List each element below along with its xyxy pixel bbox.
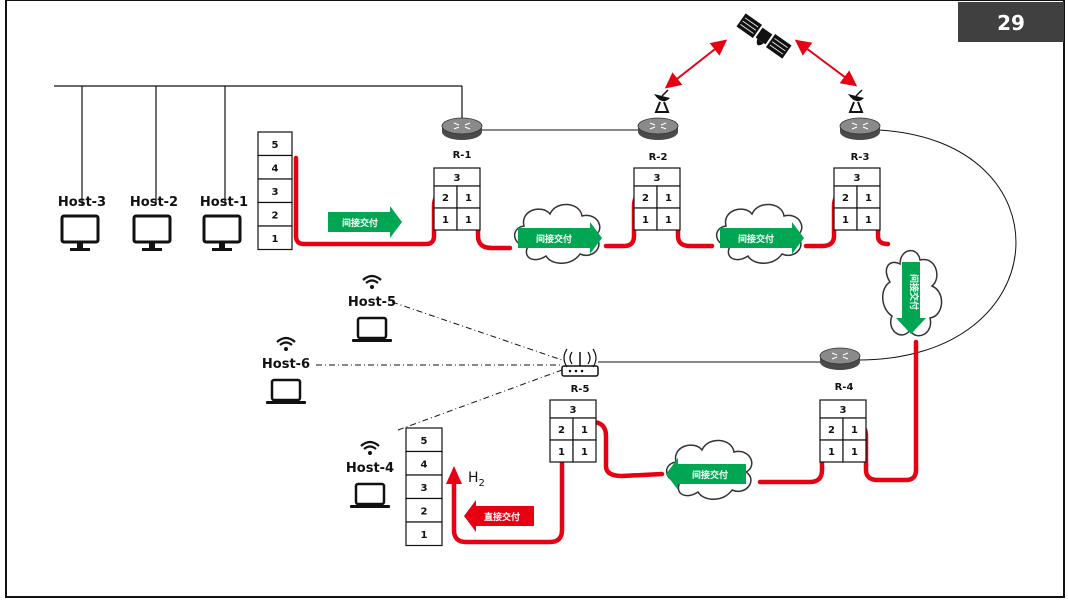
stack-layer-label: 1 xyxy=(421,530,428,541)
svg-text:间接交付: 间接交付 xyxy=(536,233,572,245)
stack-cell: 1 xyxy=(665,193,672,204)
protocol-stack-host-4: 5 4 3 2 1 xyxy=(405,427,443,547)
stack-cell: 2 xyxy=(642,193,649,204)
monitor-icon xyxy=(202,214,242,253)
stack-cell: 1 xyxy=(465,193,472,204)
stack-cell: 1 xyxy=(642,215,649,226)
router-label-r1: R-1 xyxy=(453,150,472,161)
router-protocol-stack: 32 1 1 1 xyxy=(433,167,481,231)
router-icon xyxy=(839,117,881,141)
indirect-arrow-3: 间接交付 xyxy=(720,222,804,254)
wifi-icon xyxy=(361,274,383,291)
stack-cell: 1 xyxy=(865,215,872,226)
stack-cell: 1 xyxy=(851,425,858,436)
stack-cell: 1 xyxy=(558,447,565,458)
laptop-icon xyxy=(348,482,392,510)
router-protocol-stack: 32 1 1 1 xyxy=(549,399,597,463)
router-label-r3: R-3 xyxy=(851,152,870,163)
stack-cell: 1 xyxy=(828,447,835,458)
stack-cell: 1 xyxy=(442,215,449,226)
monitor-icon xyxy=(60,214,100,253)
wireless-links xyxy=(316,301,563,431)
monitor-icon xyxy=(132,214,172,253)
stack-cell: 3 xyxy=(654,173,661,184)
indirect-arrow-1: 间接交付 xyxy=(328,206,402,238)
stack-cell: 1 xyxy=(851,447,858,458)
arrow-up-icon xyxy=(446,466,462,484)
lan-bus xyxy=(54,85,463,205)
svg-text:间接交付: 间接交付 xyxy=(692,469,728,481)
satellite-links xyxy=(664,39,858,89)
protocol-stack-host-1: 5 4 3 2 1 xyxy=(257,131,293,251)
svg-text:间接交付: 间接交付 xyxy=(908,274,920,310)
stack-layer-label: 4 xyxy=(421,459,428,470)
svg-text:直接交付: 直接交付 xyxy=(484,511,520,523)
router-label-r2: R-2 xyxy=(649,152,668,163)
direct-delivery-arrow: 直接交付 xyxy=(464,500,534,532)
stack-cell: 1 xyxy=(665,215,672,226)
host-label-host-5: Host-5 xyxy=(348,295,396,310)
router-icon xyxy=(441,117,483,141)
indirect-arrow-vertical: 间接交付 xyxy=(896,262,926,334)
laptop-icon xyxy=(264,378,308,406)
stack-cell: 3 xyxy=(570,405,577,416)
host-label-host-6: Host-6 xyxy=(262,357,310,372)
indirect-arrow-2: 间接交付 xyxy=(518,222,602,254)
satellite-icon xyxy=(736,13,792,59)
host-label-host-3: Host-3 xyxy=(58,195,106,210)
router-icon xyxy=(637,117,679,141)
router-protocol-stack: 32 1 1 1 xyxy=(633,167,681,231)
stack-cell: 1 xyxy=(581,425,588,436)
stack-layer xyxy=(405,521,443,547)
network-links xyxy=(482,129,1017,363)
laptop-icon xyxy=(350,316,394,344)
stack-layer-label: 3 xyxy=(272,187,279,198)
stack-layer xyxy=(257,225,293,251)
wifi-icon xyxy=(275,336,297,353)
stack-layer-label: 5 xyxy=(272,140,279,151)
stack-layer-label: 3 xyxy=(421,483,428,494)
slide-number-badge: 29 xyxy=(958,2,1064,42)
satellite-dish-icon xyxy=(847,89,865,113)
router-protocol-stack: 32 1 1 1 xyxy=(819,399,867,463)
router-protocol-stack: 32 1 1 1 xyxy=(833,167,881,231)
router-icon xyxy=(819,347,861,371)
router-label-r4: R-4 xyxy=(835,382,854,393)
wireless-router-icon xyxy=(561,348,599,377)
host-label-host-1: Host-1 xyxy=(200,195,248,210)
satellite-dish-icon xyxy=(653,89,671,113)
slide-border xyxy=(5,0,1065,598)
stack-layer-label: 2 xyxy=(272,210,279,221)
stack-cell: 2 xyxy=(558,425,565,436)
stack-cell: 1 xyxy=(465,215,472,226)
indirect-arrow-4: 间接交付 xyxy=(666,458,746,490)
stack-cell: 2 xyxy=(828,425,835,436)
stack-cell: 1 xyxy=(581,447,588,458)
stack-layer-label: 2 xyxy=(421,506,428,517)
stack-cell: 3 xyxy=(854,173,861,184)
stack-layer-label: 4 xyxy=(272,163,279,174)
router-label-r5: R-5 xyxy=(571,384,590,395)
slide-number: 29 xyxy=(997,11,1025,35)
stack-layer-label: 1 xyxy=(272,234,279,245)
stack-cell: 3 xyxy=(454,173,461,184)
destination-label: H2 xyxy=(468,470,485,489)
stack-cell: 1 xyxy=(842,215,849,226)
stack-cell: 2 xyxy=(842,193,849,204)
wifi-icon xyxy=(359,440,381,457)
svg-text:间接交付: 间接交付 xyxy=(342,217,378,229)
stack-cell: 1 xyxy=(865,193,872,204)
stack-cell: 3 xyxy=(840,405,847,416)
host-label-host-4: Host-4 xyxy=(346,461,394,476)
stack-cell: 2 xyxy=(442,193,449,204)
svg-text:间接交付: 间接交付 xyxy=(738,233,774,245)
host-label-host-2: Host-2 xyxy=(130,195,178,210)
stack-layer-label: 5 xyxy=(421,436,428,447)
